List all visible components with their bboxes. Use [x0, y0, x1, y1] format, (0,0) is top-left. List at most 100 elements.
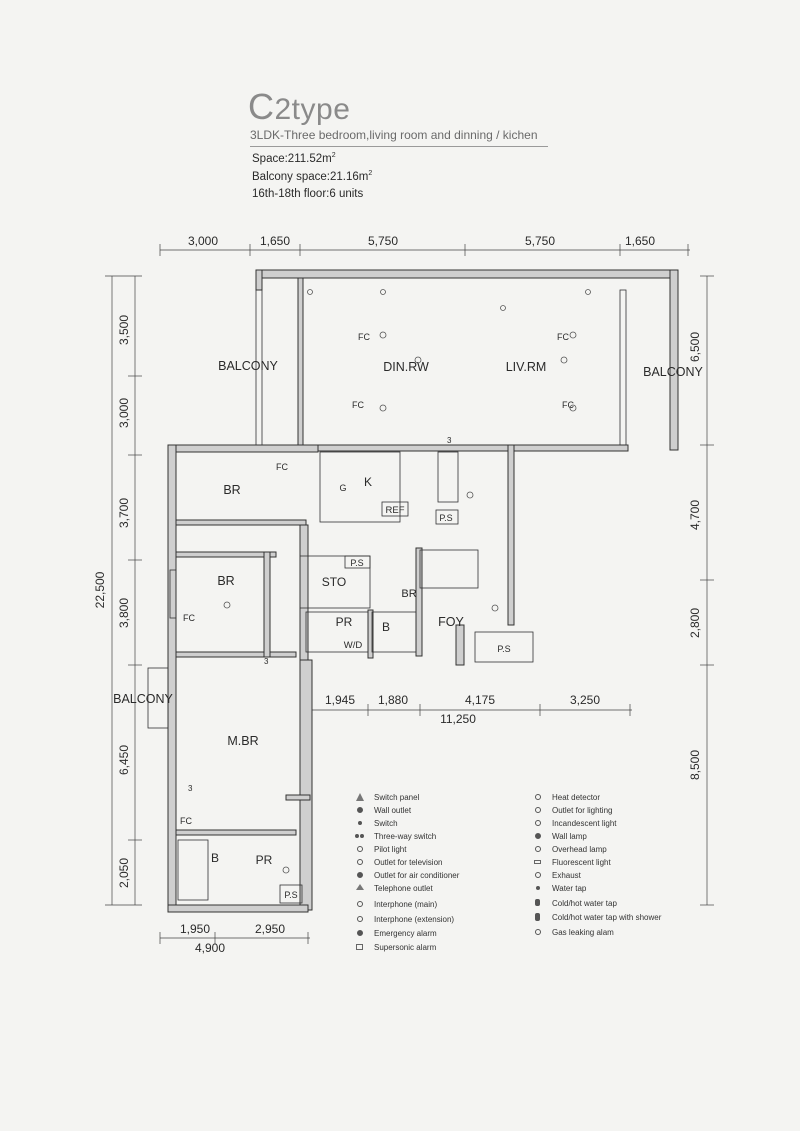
room-refrigerator: REF — [386, 505, 405, 516]
three-way-mark-1: 3 — [264, 657, 269, 666]
pilot-light-icon — [354, 844, 366, 854]
room-balcony-left: BALCONY — [218, 359, 278, 373]
legend-item: Interphone (main) — [354, 898, 437, 911]
room-bath-2: B — [211, 851, 219, 865]
shower-tap-icon — [532, 912, 544, 922]
dim-right-1: 6,500 — [688, 332, 702, 362]
interphone-extension-icon — [354, 914, 366, 924]
fc-label-5: FC — [276, 462, 288, 472]
switch-icon — [354, 818, 366, 828]
dim-left-6: 2,050 — [117, 858, 131, 888]
title-suffix: 2type — [274, 93, 351, 126]
exhaust-icon — [532, 870, 544, 880]
water-tap-icon — [532, 883, 544, 893]
page-subtitle: 3LDK-Three bedroom,living room and dinni… — [250, 128, 538, 142]
dim-left-3: 3,700 — [117, 498, 131, 528]
legend-item: Emergency alarm — [354, 927, 437, 940]
heat-detector-icon — [532, 792, 544, 802]
interior-lines — [147, 289, 627, 904]
hot-cold-tap-icon — [532, 898, 544, 908]
walls — [167, 269, 679, 913]
pipe-shaft-3: P.S — [497, 644, 510, 654]
legend-item: Water tap — [532, 882, 586, 895]
space-exponent: 2 — [331, 152, 336, 159]
tv-outlet-icon — [354, 857, 366, 867]
room-master-bedroom: M.BR — [227, 734, 258, 748]
washer-dryer: W/D — [344, 640, 363, 651]
incandescent-light-icon — [532, 818, 544, 828]
switch-panel-icon — [354, 792, 366, 802]
legend-item: Pilot light — [354, 843, 406, 856]
interphone-main-icon — [354, 899, 366, 909]
space-spec: Space:211.52m2 — [252, 152, 336, 165]
room-bedroom-1: BR — [223, 483, 240, 497]
telephone-outlet-icon — [354, 883, 366, 893]
emergency-alarm-icon — [354, 928, 366, 938]
legend-item: Switch panel — [354, 791, 419, 804]
fc-label-2: FC — [557, 332, 569, 342]
dim-top-1: 3,000 — [188, 234, 218, 248]
dim-bottom-total: 4,900 — [195, 941, 225, 955]
legend-item: Outlet for television — [354, 856, 442, 869]
wall-outlet-icon — [354, 805, 366, 815]
dim-mid-4: 3,250 — [570, 693, 600, 707]
floors-spec: 16th-18th floor:6 units — [252, 188, 364, 200]
pipe-shaft-1: P.S — [439, 513, 452, 523]
title-prefix: C — [248, 86, 275, 127]
legend-item: Exhaust — [532, 869, 581, 882]
dim-top-2: 1,650 — [260, 234, 290, 248]
gas-marker: G — [339, 483, 346, 493]
room-balcony-mid: BALCONY — [113, 692, 173, 706]
room-foyer: FOY — [438, 615, 464, 629]
fluorescent-light-icon — [532, 857, 544, 867]
light-fixtures — [223, 289, 591, 874]
dim-mid-2: 1,880 — [378, 693, 408, 707]
legend-item: Fluorescent light — [532, 856, 611, 869]
dim-left-4: 3,800 — [117, 598, 131, 628]
page-title: C2type — [248, 86, 350, 128]
supersonic-alarm-icon — [354, 942, 366, 952]
legend-item: Cold/hot water tap — [532, 897, 617, 910]
room-living: LIV.RM — [506, 360, 547, 374]
three-way-mark-3: 3 — [447, 436, 452, 445]
legend-item: Supersonic alarm — [354, 941, 436, 954]
space-label: Space:211.52m — [252, 152, 332, 165]
legend-item: Switch — [354, 817, 398, 830]
dim-top-3: 5,750 — [368, 234, 398, 248]
dim-right-4: 8,500 — [688, 750, 702, 780]
room-kitchen: K — [364, 475, 372, 489]
legend-item: Cold/hot water tap with shower — [532, 911, 661, 924]
dim-top-5: 1,650 — [625, 234, 655, 248]
dim-left-2: 3,000 — [117, 398, 131, 428]
room-storage: STO — [322, 575, 346, 589]
three-way-switch-icon — [354, 831, 366, 841]
dim-left-total: 22,500 — [93, 571, 107, 608]
legend-item: Wall outlet — [354, 804, 411, 817]
legend-item: Gas leaking alam — [532, 926, 614, 939]
legend-item: Incandescent light — [532, 817, 617, 830]
fc-label-1: FC — [358, 332, 370, 342]
legend-item: Overhead lamp — [532, 843, 607, 856]
dim-right-2: 4,700 — [688, 500, 702, 530]
fc-label-3: FC — [352, 400, 364, 410]
dimension-labels: 3,000 1,650 5,750 5,750 1,650 22,500 3,5… — [93, 234, 702, 955]
balcony-exponent: 2 — [368, 170, 373, 177]
balcony-spec: Balcony space:21.16m2 — [252, 170, 372, 183]
fc-label-6: FC — [183, 613, 195, 623]
balcony-label: Balcony space:21.16m — [252, 170, 369, 183]
dim-left-5: 6,450 — [117, 745, 131, 775]
dim-top-4: 5,750 — [525, 234, 555, 248]
fc-label-7: FC — [180, 816, 192, 826]
gas-alarm-icon — [532, 927, 544, 937]
room-bath-1: B — [382, 620, 390, 634]
dim-left-1: 3,500 — [117, 315, 131, 345]
room-dining: DIN.RW — [383, 360, 429, 374]
legend-item: Outlet for lighting — [532, 804, 612, 817]
room-powder-2: PR — [256, 853, 273, 867]
dimension-lines — [105, 244, 714, 944]
legend-item: Outlet for air conditioner — [354, 869, 459, 882]
wall-lamp-icon — [532, 831, 544, 841]
legend-item: Interphone (extension) — [354, 913, 454, 926]
